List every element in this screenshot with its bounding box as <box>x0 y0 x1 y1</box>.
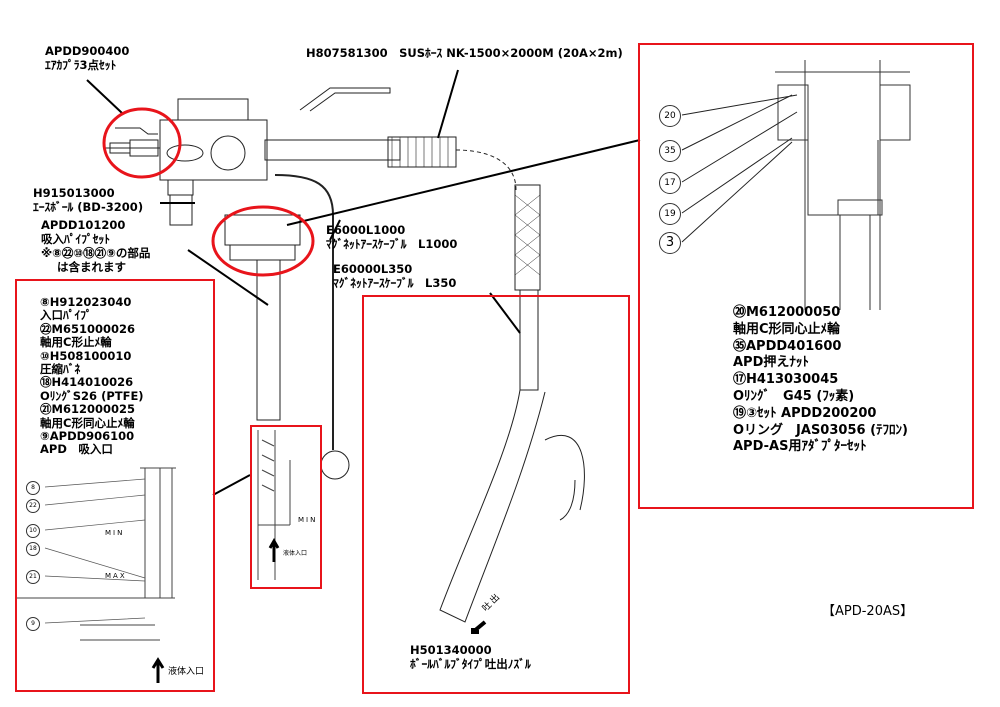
air-coupler-highlight <box>102 107 182 179</box>
part-line: ⑱H414010026 <box>40 375 134 390</box>
cable1-code: E6000L1000 <box>326 223 406 237</box>
part-line: Oﾘﾝｸﾞ G45 (ﾌｯ素) <box>733 388 855 404</box>
cable2-code: E60000L350 <box>333 262 413 276</box>
left-detail-drawing <box>15 467 176 683</box>
nozzle-code: H501340000 <box>410 643 492 657</box>
suction-code: APDD101200 <box>41 218 126 232</box>
oval-port <box>166 144 204 162</box>
part-line: 入口ﾊﾟｲﾌﾟ <box>40 308 92 323</box>
ace-ball-name: ｴｰｽﾎﾞｰﾙ (BD-3200) <box>33 200 144 214</box>
ball-valve <box>264 87 401 161</box>
max-label: MAX <box>105 572 127 580</box>
left-parts-list: ⑧H912023040 入口ﾊﾟｲﾌﾟ ㉒M651000026 軸用C形止ﾒ輪 … <box>40 295 144 457</box>
part-line: ㉒M651000026 <box>40 321 135 336</box>
suction-name: 吸入ﾊﾟｲﾌﾟｾｯﾄ <box>41 232 110 246</box>
nozzle-valve <box>519 289 539 391</box>
top-cap <box>177 98 249 121</box>
air-coupler-code: APDD900400 <box>45 44 130 58</box>
callout-9: 9 <box>26 617 40 631</box>
part-line: OﾘﾝｸﾞS26 (PTFE) <box>40 388 144 403</box>
callout-21: 21 <box>26 570 40 584</box>
part-line: ⑰H413030045 <box>733 372 839 388</box>
part-line: APD押えﾅｯﾄ <box>733 355 809 371</box>
callout-22: 22 <box>26 499 40 513</box>
part-line: ⑨APDD906100 <box>40 429 135 444</box>
part-line: ㉑M612000025 <box>40 402 135 417</box>
callout-10: 10 <box>26 524 40 538</box>
pump-body <box>159 119 268 181</box>
suction-note-2: は含まれます <box>57 260 126 274</box>
sus-hose <box>387 136 457 168</box>
leader-lines <box>86 69 641 496</box>
air-coupler <box>105 127 160 157</box>
part-line: ⑩H508100010 <box>40 348 132 363</box>
callout-17: 17 <box>659 172 681 194</box>
magnet-clip <box>320 450 350 480</box>
fitting-highlight <box>211 205 315 277</box>
part-line: 軸用C形同心止ﾒ輪 <box>733 321 841 337</box>
part-line: APD-AS用ｱﾀﾞﾌﾟﾀｰｾｯﾄ <box>733 439 867 455</box>
part-line: ⑧H912023040 <box>40 295 132 309</box>
suction-pipe <box>224 214 301 421</box>
part-line: 軸用C形同心止ﾒ輪 <box>40 415 135 430</box>
gauge-port <box>210 135 246 171</box>
nozzle <box>439 389 585 623</box>
cable1-name: ﾏｸﾞﾈｯﾄｱｰｽｹｰﾌﾞﾙ L1000 <box>326 237 458 251</box>
part-line: 圧縮ﾊﾞﾈ <box>40 362 81 377</box>
nozzle-panel <box>362 295 630 694</box>
adapter-parts-panel <box>638 43 974 509</box>
small-detail-drawing <box>257 430 291 580</box>
callout-19: 19 <box>659 203 681 225</box>
discharge-arrow <box>471 620 487 634</box>
small-inlet-label: 液体入口 <box>283 550 308 557</box>
callout-18: 18 <box>26 542 40 556</box>
callout-35: 35 <box>659 140 681 162</box>
inlet-label: 液体入口 <box>168 667 205 677</box>
nozzle-name: ﾎﾞｰﾙﾊﾞﾙﾌﾞﾀｲﾌﾟ吐出ﾉｽﾞﾙ <box>410 657 531 671</box>
cable2-name: ﾏｸﾞﾈｯﾄｱｰｽｹｰﾌﾞﾙ L350 <box>333 276 457 290</box>
small-min-label: MIN <box>298 516 318 524</box>
min-label: MIN <box>105 529 125 537</box>
callout-8: 8 <box>26 481 40 495</box>
part-line: 軸用C形止ﾒ輪 <box>40 335 112 350</box>
braided-hose <box>514 184 541 291</box>
part-line: ㉟APDD401600 <box>733 338 842 354</box>
suction-note: ※⑧㉒⑩⑱㉑⑨の部品 <box>41 246 151 260</box>
part-line: APD 吸入口 <box>40 442 113 457</box>
ace-ball-code: H915013000 <box>33 186 115 200</box>
suction-detail-panel <box>250 425 322 589</box>
part-line: Oリング JAS03056 (ﾃﾌﾛﾝ) <box>733 422 908 438</box>
part-line: ⑳M612000050 <box>733 305 841 320</box>
model-title: 【APD-20AS】 <box>822 604 914 619</box>
right-parts-list: ⑳M612000050 軸用C形同心止ﾒ輪 ㉟APDD401600 APD押えﾅ… <box>733 305 908 456</box>
callout-20: 20 <box>659 105 681 127</box>
callout-3: 3 <box>659 232 681 254</box>
hose-label: H807581300 SUSﾎｰｽ NK-1500×2000M (20A×2m) <box>306 46 623 60</box>
right-detail-drawing <box>681 60 911 310</box>
air-coupler-name: ｴｱｶﾌﾟﾗ3点ｾｯﾄ <box>45 58 117 72</box>
suction-parts-panel <box>15 279 215 692</box>
part-line: ⑲③ｾｯﾄ APDD200200 <box>733 405 877 421</box>
